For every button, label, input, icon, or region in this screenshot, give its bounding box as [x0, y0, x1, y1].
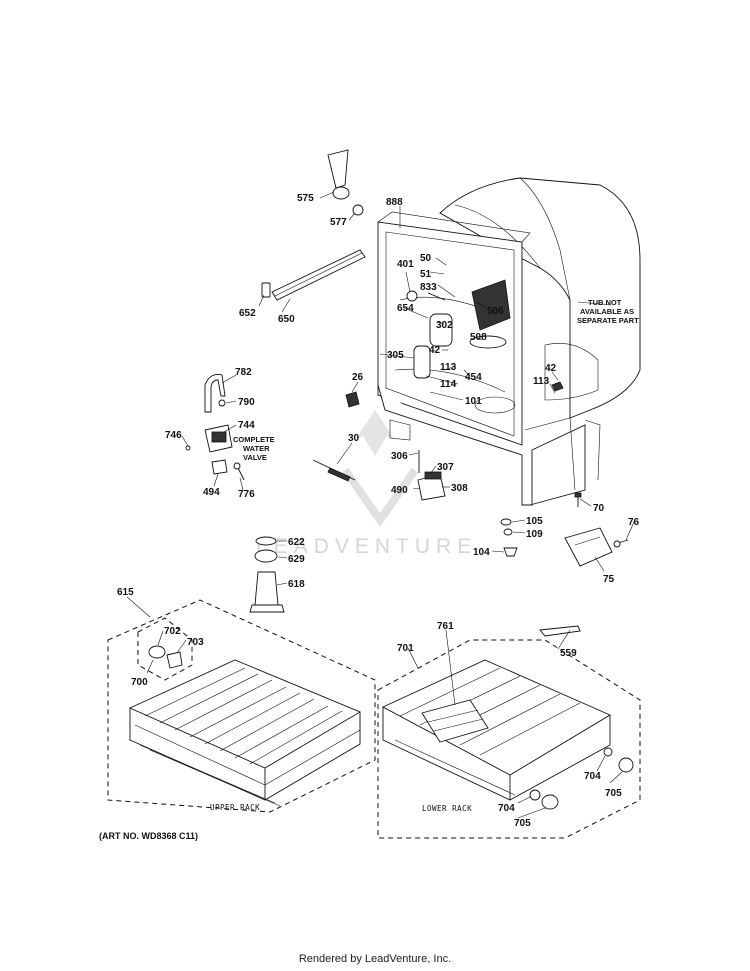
callout-654: 654 — [397, 303, 414, 314]
vent-part — [327, 149, 364, 216]
callout-615: 615 — [117, 587, 134, 598]
callout-401: 401 — [397, 259, 414, 270]
callout-306: 306 — [391, 451, 408, 462]
callout-618: 618 — [288, 579, 305, 590]
callout-761: 761 — [437, 621, 454, 632]
svg-text:TUB NOT: TUB NOT — [588, 298, 622, 307]
callout-113-right: 113 — [533, 376, 550, 387]
callout-575: 575 — [297, 193, 314, 204]
lower-rack-outline — [377, 639, 641, 839]
upper-rack-label: UPPER RACK — [210, 803, 260, 812]
callout-70: 70 — [593, 503, 605, 514]
water-valve-group — [185, 374, 245, 481]
callout-305: 305 — [387, 350, 404, 361]
upper-rack-inset — [137, 617, 193, 681]
leader-lines — [126, 191, 635, 819]
callout-506: 506 — [487, 306, 504, 317]
callout-508: 508 — [470, 332, 487, 343]
valve-note: COMPLETE WATER VALVE — [233, 435, 275, 462]
callout-833: 833 — [420, 282, 437, 293]
bracket-parts — [417, 450, 446, 501]
callout-705: 705 — [514, 818, 531, 829]
watermark: LEADVENTURE — [256, 410, 477, 558]
callout-652: 652 — [239, 308, 256, 319]
callout-704: 704 — [498, 803, 515, 814]
callout-26: 26 — [352, 372, 364, 383]
callout-101: 101 — [465, 396, 482, 407]
callout-labels: 575 577 888 652 650 50 51 401 833 654 50… — [117, 193, 640, 829]
callout-104: 104 — [473, 547, 490, 558]
tub-note: TUB NOT AVAILABLE AS SEPARATE PART — [577, 298, 639, 325]
callout-302: 302 — [436, 320, 453, 331]
upper-rack-outline — [107, 599, 376, 813]
callout-51: 51 — [420, 269, 432, 280]
callout-114: 114 — [440, 379, 457, 390]
callout-888: 888 — [386, 197, 403, 208]
callout-629: 629 — [288, 554, 305, 565]
callout-490: 490 — [391, 485, 408, 496]
art-number: (ART NO. WD8368 C11) — [99, 831, 199, 841]
watermark-text: LEADVENTURE — [256, 535, 477, 558]
callout-109: 109 — [526, 529, 543, 540]
lower-rack-label: LOWER RACK — [422, 804, 472, 813]
footer-credit: Rendered by LeadVenture, Inc. — [298, 953, 452, 965]
part-26 — [345, 391, 360, 408]
svg-text:SEPARATE PART: SEPARATE PART — [577, 316, 639, 325]
callout-701: 701 — [397, 643, 414, 654]
callout-577: 577 — [330, 217, 347, 228]
callout-76: 76 — [628, 517, 640, 528]
tub-assembly — [377, 177, 641, 506]
callout-703: 703 — [187, 637, 204, 648]
lower-rack-drawing — [381, 625, 634, 810]
callout-700: 700 — [131, 677, 148, 688]
callout-782: 782 — [235, 367, 252, 378]
svg-text:COMPLETE: COMPLETE — [233, 435, 275, 444]
callout-75: 75 — [603, 574, 615, 585]
callout-650: 650 — [278, 314, 295, 325]
callout-30: 30 — [348, 433, 360, 444]
svg-text:AVAILABLE AS: AVAILABLE AS — [580, 307, 634, 316]
callout-308: 308 — [451, 483, 468, 494]
gasket-strip — [261, 249, 366, 301]
callout-494: 494 — [203, 487, 220, 498]
callout-776: 776 — [238, 489, 255, 500]
callout-622: 622 — [288, 537, 305, 548]
callout-559: 559 — [560, 648, 577, 659]
callout-704-right: 704 — [584, 771, 601, 782]
callout-105: 105 — [526, 516, 543, 527]
callout-790: 790 — [238, 397, 255, 408]
lower-right-parts — [500, 492, 629, 567]
callout-113: 113 — [440, 362, 457, 373]
callout-746: 746 — [165, 430, 182, 441]
callout-50: 50 — [420, 253, 432, 264]
callout-307: 307 — [437, 462, 454, 473]
callout-42: 42 — [429, 345, 441, 356]
svg-text:VALVE: VALVE — [243, 453, 267, 462]
callout-705-right: 705 — [605, 788, 622, 799]
callout-702: 702 — [164, 626, 181, 637]
spray-tower-parts — [249, 536, 285, 613]
callout-42-right: 42 — [545, 363, 557, 374]
svg-text:WATER: WATER — [243, 444, 270, 453]
callout-744: 744 — [238, 420, 255, 431]
callout-454: 454 — [465, 372, 482, 383]
upper-rack-drawing — [128, 645, 362, 807]
